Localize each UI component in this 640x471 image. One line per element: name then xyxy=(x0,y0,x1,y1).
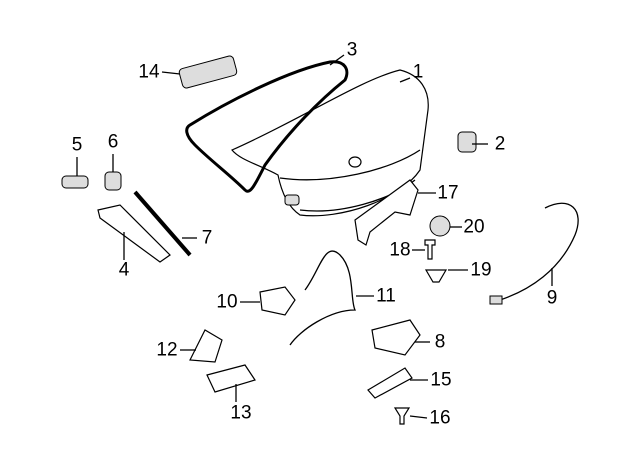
clip-drawing xyxy=(393,407,411,425)
callout-18[interactable]: 18 xyxy=(389,239,411,261)
actuator-drawing xyxy=(367,367,413,399)
callout-8[interactable]: 8 xyxy=(434,331,446,353)
cable-end-drawing xyxy=(489,295,503,305)
callout-12[interactable]: 12 xyxy=(156,339,178,361)
latch-drawing xyxy=(371,319,421,356)
callout-3[interactable]: 3 xyxy=(346,39,358,61)
callout-9[interactable]: 9 xyxy=(546,287,558,309)
callout-17[interactable]: 17 xyxy=(437,182,459,204)
callout-15[interactable]: 15 xyxy=(430,369,452,391)
callout-19[interactable]: 19 xyxy=(470,259,492,281)
emblem-drawing xyxy=(178,55,238,89)
callout-5[interactable]: 5 xyxy=(71,134,83,156)
bumper-2-drawing xyxy=(457,131,477,153)
callout-2[interactable]: 2 xyxy=(494,133,506,155)
callout-7[interactable]: 7 xyxy=(201,227,213,249)
switch-drawing xyxy=(206,364,256,393)
bracket-drawing xyxy=(354,179,419,246)
callout-13[interactable]: 13 xyxy=(230,402,252,424)
callout-20[interactable]: 20 xyxy=(463,216,485,238)
callout-16[interactable]: 16 xyxy=(429,407,451,429)
strut-drawing xyxy=(133,190,192,257)
bolt-drawing xyxy=(424,239,436,260)
weatherstrip-drawing xyxy=(185,60,349,193)
plug-drawing xyxy=(429,215,451,237)
handle-trim-drawing xyxy=(189,329,223,363)
callout-14[interactable]: 14 xyxy=(138,61,160,83)
bumper-pad-drawing xyxy=(61,175,89,189)
bumper-stop-drawing xyxy=(104,171,122,191)
harness-drawing xyxy=(289,250,357,346)
leader-lines xyxy=(76,54,553,419)
grommet-drawing xyxy=(424,269,448,283)
lock-cylinder-drawing xyxy=(259,286,296,316)
callout-6[interactable]: 6 xyxy=(107,131,119,153)
callout-1[interactable]: 1 xyxy=(412,61,424,83)
callout-4[interactable]: 4 xyxy=(118,259,130,281)
cable-drawing xyxy=(499,202,579,301)
callout-11[interactable]: 11 xyxy=(376,285,396,307)
callout-10[interactable]: 10 xyxy=(216,291,238,313)
hinge-drawing xyxy=(97,204,171,263)
